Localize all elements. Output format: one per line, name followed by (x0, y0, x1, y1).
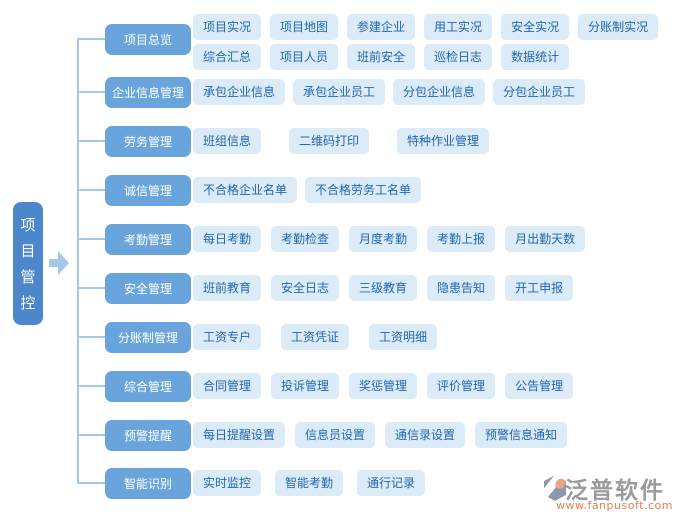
menu-item[interactable]: 项目地图 (270, 14, 339, 40)
menu-item[interactable]: 三级教育 (349, 275, 418, 301)
menu-item[interactable]: 分包企业信息 (393, 79, 486, 105)
category-warning-reminder[interactable]: 预警提醒 (105, 420, 191, 451)
category-project-overview[interactable]: 项目总览 (105, 24, 191, 55)
category-labor-management[interactable]: 劳务管理 (105, 126, 191, 157)
category-smart-recognition[interactable]: 智能识别 (105, 468, 191, 499)
menu-item[interactable]: 安全日志 (271, 275, 340, 301)
menu-item[interactable]: 分包企业员工 (493, 79, 586, 105)
item-row: 综合汇总 项目人员 班前安全 巡检日志 数据统计 (193, 44, 570, 70)
item-row: 项目实况 项目地图 参建企业 用工实况 安全实况 分账制实况 (193, 14, 659, 40)
menu-item[interactable]: 安全实况 (501, 14, 570, 40)
menu-item[interactable]: 预警信息通知 (475, 422, 568, 448)
menu-item[interactable]: 通行记录 (357, 470, 426, 496)
menu-item[interactable]: 月度考勤 (349, 226, 418, 252)
branch-connector-line (77, 287, 105, 289)
item-row: 每日考勤 考勤检查 月度考勤 考勤上报 月出勤天数 (193, 226, 586, 252)
tree-trunk-line (77, 39, 79, 483)
item-row: 不合格企业名单 不合格劳务工名单 (193, 177, 422, 203)
menu-item[interactable]: 月出勤天数 (505, 226, 586, 252)
item-row: 班前教育 安全日志 三级教育 隐患告知 开工申报 (193, 275, 574, 301)
item-row: 每日提醒设置 信息员设置 通信录设置 预警信息通知 (193, 422, 568, 448)
arrow-right-icon (49, 251, 69, 275)
menu-item[interactable]: 评价管理 (427, 373, 496, 399)
menu-item[interactable]: 信息员设置 (295, 422, 376, 448)
menu-item[interactable]: 项目实况 (193, 14, 262, 40)
menu-item[interactable]: 公告管理 (505, 373, 574, 399)
root-node-project-control[interactable]: 项目管控 (13, 202, 43, 325)
menu-item[interactable]: 数据统计 (501, 44, 570, 70)
menu-item[interactable]: 奖惩管理 (349, 373, 418, 399)
category-attendance-management[interactable]: 考勤管理 (105, 224, 191, 255)
fanpu-logo-url: www.fanpusoft.com (556, 499, 673, 512)
menu-item[interactable]: 班前教育 (193, 275, 262, 301)
branch-connector-line (77, 140, 105, 142)
category-safety-management[interactable]: 安全管理 (105, 273, 191, 304)
menu-item[interactable]: 隐患告知 (427, 275, 496, 301)
menu-item[interactable]: 投诉管理 (271, 373, 340, 399)
menu-item[interactable]: 开工申报 (505, 275, 574, 301)
menu-item[interactable]: 分账制实况 (578, 14, 659, 40)
menu-item[interactable]: 巡检日志 (424, 44, 493, 70)
item-row: 实时监控 智能考勤 通行记录 (193, 470, 426, 496)
menu-item[interactable]: 实时监控 (193, 470, 262, 496)
menu-item[interactable]: 每日考勤 (193, 226, 262, 252)
menu-item[interactable]: 承包企业信息 (193, 79, 286, 105)
menu-item[interactable]: 工资专户 (193, 324, 262, 350)
menu-item[interactable]: 特种作业管理 (397, 128, 490, 154)
menu-item[interactable]: 不合格企业名单 (193, 177, 298, 203)
menu-item[interactable]: 智能考勤 (275, 470, 344, 496)
fanpu-logo[interactable]: 泛普软件 www.fanpusoft.com (540, 471, 672, 513)
branch-connector-line (77, 434, 105, 436)
branch-connector-line (77, 38, 105, 40)
menu-item[interactable]: 参建企业 (347, 14, 416, 40)
menu-item[interactable]: 工资明细 (369, 324, 438, 350)
menu-item[interactable]: 每日提醒设置 (193, 422, 286, 448)
branch-connector-line (77, 238, 105, 240)
branch-connector-line (77, 336, 105, 338)
menu-item[interactable]: 综合汇总 (193, 44, 262, 70)
menu-item[interactable]: 项目人员 (270, 44, 339, 70)
category-enterprise-info-management[interactable]: 企业信息管理 (105, 77, 191, 108)
category-integrity-management[interactable]: 诚信管理 (105, 175, 191, 206)
category-comprehensive-management[interactable]: 综合管理 (105, 371, 191, 402)
menu-item[interactable]: 工资凭证 (281, 324, 350, 350)
menu-item[interactable]: 合同管理 (193, 373, 262, 399)
root-node-label: 项目管控 (20, 215, 36, 312)
fanpu-logo-icon (544, 475, 566, 501)
menu-item[interactable]: 通信录设置 (385, 422, 466, 448)
menu-item[interactable]: 考勤检查 (271, 226, 340, 252)
fanpu-logo-text: 泛普软件 (565, 478, 665, 504)
branch-connector-line (77, 189, 105, 191)
item-row: 工资专户 工资凭证 工资明细 (193, 324, 438, 350)
item-row: 承包企业信息 承包企业员工 分包企业信息 分包企业员工 (193, 79, 586, 105)
menu-item[interactable]: 不合格劳务工名单 (305, 177, 422, 203)
branch-connector-line (77, 482, 105, 484)
branch-connector-line (77, 385, 105, 387)
menu-item[interactable]: 班组信息 (193, 128, 262, 154)
item-row: 合同管理 投诉管理 奖惩管理 评价管理 公告管理 (193, 373, 574, 399)
branch-connector-line (77, 91, 105, 93)
menu-item[interactable]: 考勤上报 (427, 226, 496, 252)
menu-item[interactable]: 班前安全 (347, 44, 416, 70)
menu-item[interactable]: 承包企业员工 (293, 79, 386, 105)
category-separate-account-management[interactable]: 分账制管理 (105, 322, 191, 353)
item-row: 班组信息 二维码打印 特种作业管理 (193, 128, 490, 154)
menu-item[interactable]: 二维码打印 (289, 128, 370, 154)
menu-item[interactable]: 用工实况 (424, 14, 493, 40)
